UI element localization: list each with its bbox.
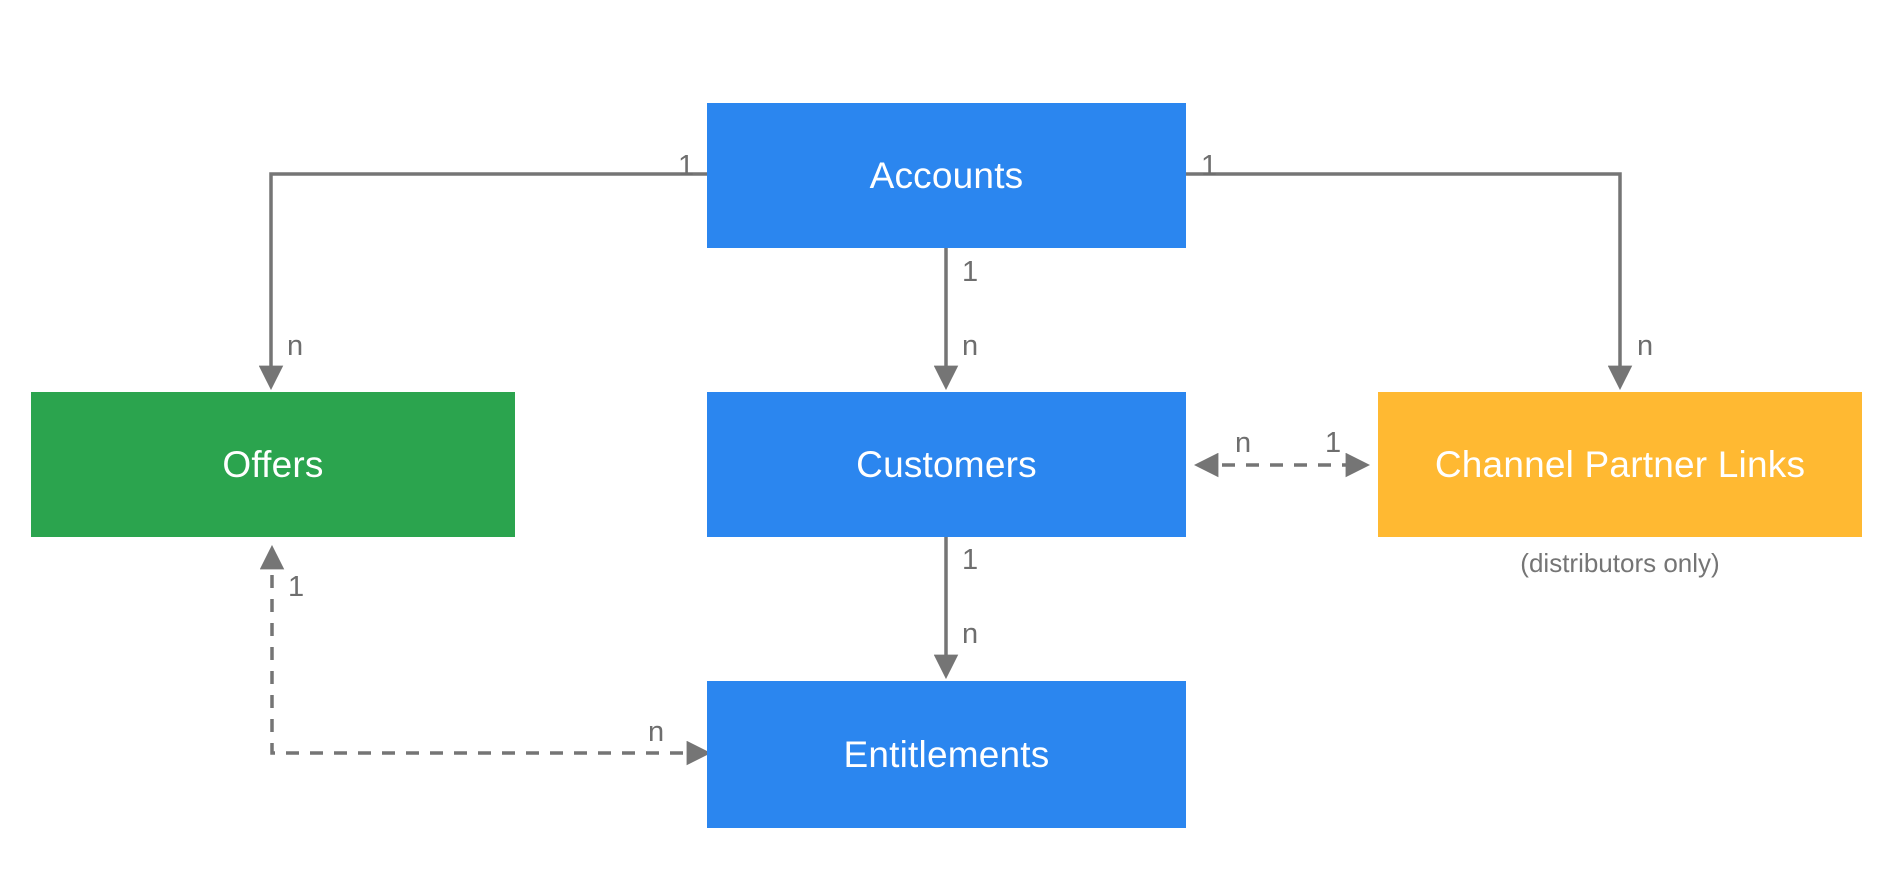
- node-offers[interactable]: Offers: [31, 392, 515, 537]
- node-entitlements-label: Entitlements: [843, 733, 1050, 775]
- node-offers-label: Offers: [222, 443, 324, 485]
- node-customers[interactable]: Customers: [707, 392, 1186, 537]
- node-accounts[interactable]: Accounts: [707, 103, 1186, 248]
- edge-offers-entitlements: [259, 544, 712, 766]
- edge-accounts-offers: [258, 172, 707, 391]
- caption-distributors-only: (distributors only): [1520, 548, 1720, 578]
- node-entitlements[interactable]: Entitlements: [707, 681, 1186, 828]
- node-channel-partner-links-label: Channel Partner Links: [1434, 443, 1806, 485]
- node-accounts-label: Accounts: [869, 154, 1024, 196]
- node-customers-label: Customers: [856, 443, 1037, 485]
- node-channel-partner-links[interactable]: Channel Partner Links: [1378, 392, 1862, 537]
- edge-accounts-channel-partner-links: [1186, 172, 1633, 391]
